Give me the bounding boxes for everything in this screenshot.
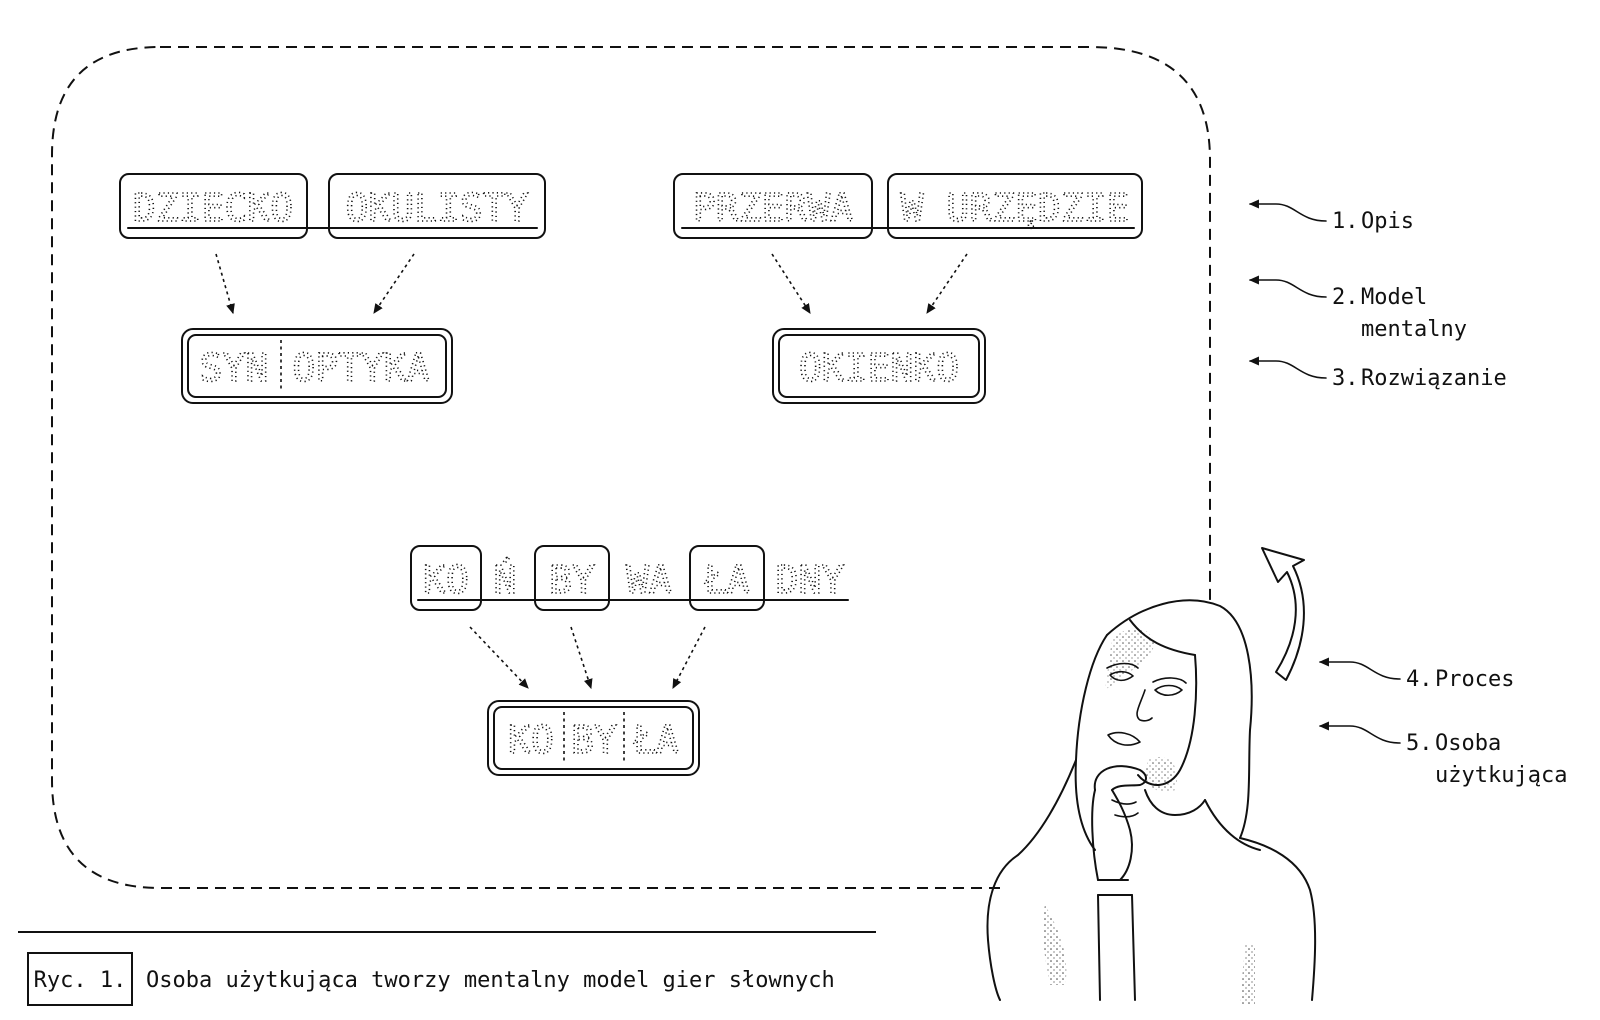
solution-part: SYN [200,346,269,390]
legend-item-solution: 3. Rozwiązanie [1248,356,1507,391]
legend-arrow [1248,199,1327,222]
puzzle-3: KO Ń BY WA ŁA DNY KO BY ŁA [410,545,849,776]
caption-label-box [27,952,133,1006]
description-box [410,545,482,611]
legend-number: 4. [1406,667,1433,692]
description-word: W URZĘDZIE [901,186,1130,230]
legend-number: 3. [1332,366,1359,391]
description-syllable: BY [549,558,595,602]
legend-item-user: 5. Osoba użytkująca [1318,721,1567,788]
legend-text: Opis [1361,209,1414,234]
legend-number: 5. [1406,731,1433,756]
mapping-arrow [926,253,968,314]
description-box [328,173,546,239]
figure-caption: Ryc. 1. Osoba użytkująca tworzy mentalny… [18,931,876,1006]
legend-item-description: 1. Opis [1248,199,1414,234]
description-syllable: ŁA [703,558,750,602]
solution-part: BY [571,718,617,762]
description-word: OKULISTY [345,186,528,230]
solution-part: OKIENKO [799,346,959,390]
legend-text: Model [1361,285,1427,310]
description-box [673,173,873,239]
person-illustration [986,599,1317,1005]
legend-arrow [1248,275,1327,298]
legend-number: 2. [1332,285,1359,310]
legend: 1. Opis 2. Model mentalny 3. Rozwiązanie… [1248,199,1567,788]
legend-text: Proces [1435,667,1514,692]
legend-item-mental-model: 2. Model mentalny [1248,275,1467,342]
solution-box-outer [487,700,700,776]
description-word: PRZERWA [693,186,853,230]
legend-item-process: 4. Proces [1318,657,1514,692]
solution-box-outer [181,328,453,404]
solution-box-outer [772,328,986,404]
legend-arrow [1318,721,1401,744]
legend-text: mentalny [1361,317,1467,342]
process-arrow [1261,547,1305,681]
mapping-arrow [469,626,529,689]
mapping-arrow [373,253,415,314]
legend-text: użytkująca [1435,763,1567,788]
caption-label: Ryc. 1. [34,968,127,993]
mental-model-boundary [51,46,1211,889]
legend-number: 1. [1332,209,1359,234]
mapping-arrow [215,253,235,315]
description-syllable: KO [423,558,469,602]
description-syllable: DNY [776,558,845,602]
legend-text: Rozwiązanie [1361,366,1507,391]
description-word: DZIECKO [133,186,293,230]
mapping-arrow [771,253,811,314]
solution-box-inner [493,706,694,770]
solution-part: OPTYKA [292,346,429,390]
caption-text: Osoba użytkująca tworzy mentalny model g… [146,968,835,993]
solution-part: KO [508,718,554,762]
description-box [887,173,1143,239]
solution-part: ŁA [632,718,679,762]
legend-arrow [1248,356,1327,379]
legend-text: Osoba [1435,731,1501,756]
description-box [689,545,765,611]
description-syllable: Ń [494,558,517,602]
description-box [534,545,610,611]
solution-box-inner [187,334,447,398]
description-box [119,173,308,239]
mapping-arrow [570,626,593,690]
legend-arrow [1318,657,1401,680]
description-syllable: WA [626,558,672,602]
puzzle-1: DZIECKO OKULISTY SYN OPTYKA [119,173,546,404]
puzzle-2: PRZERWA W URZĘDZIE OKIENKO [673,173,1143,404]
mapping-arrow [672,626,706,689]
solution-box-inner [778,334,980,398]
